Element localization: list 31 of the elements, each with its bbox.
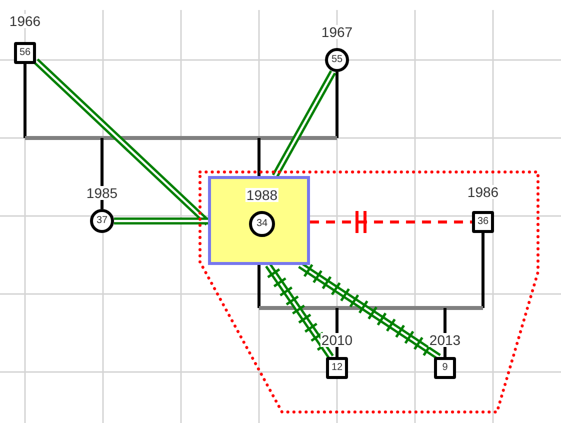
hostile-relationship-line xyxy=(298,262,441,360)
highlight-box xyxy=(208,176,310,265)
age-label: 34 xyxy=(256,219,268,229)
household-boundary xyxy=(198,170,540,414)
age-label: 55 xyxy=(331,55,343,65)
age-label: 12 xyxy=(331,363,343,373)
marriage-line xyxy=(24,64,338,140)
close-relationship-line xyxy=(272,70,336,178)
year-label: 1988 xyxy=(245,188,279,202)
year-label: 1967 xyxy=(320,25,354,39)
year-label: 2013 xyxy=(428,333,462,347)
year-label: 1985 xyxy=(85,186,119,200)
male-symbol xyxy=(326,357,348,379)
male-symbol xyxy=(434,357,456,379)
age-label: 56 xyxy=(19,48,31,58)
female-symbol xyxy=(249,211,275,237)
year-label: 1966 xyxy=(8,14,42,28)
hostile-relationship-line xyxy=(265,263,334,359)
age-label: 9 xyxy=(442,363,448,373)
male-symbol xyxy=(472,211,494,233)
age-label: 36 xyxy=(477,217,489,227)
year-label: 2010 xyxy=(320,333,354,347)
year-label: 1986 xyxy=(466,185,500,199)
male-symbol xyxy=(14,42,36,64)
age-label: 37 xyxy=(96,216,108,226)
child-line xyxy=(258,138,260,176)
close-relationship-line xyxy=(114,218,208,224)
female-symbol xyxy=(325,48,349,72)
cutoff-line xyxy=(310,211,472,233)
female-symbol xyxy=(90,209,114,233)
marriage-line xyxy=(258,233,484,310)
